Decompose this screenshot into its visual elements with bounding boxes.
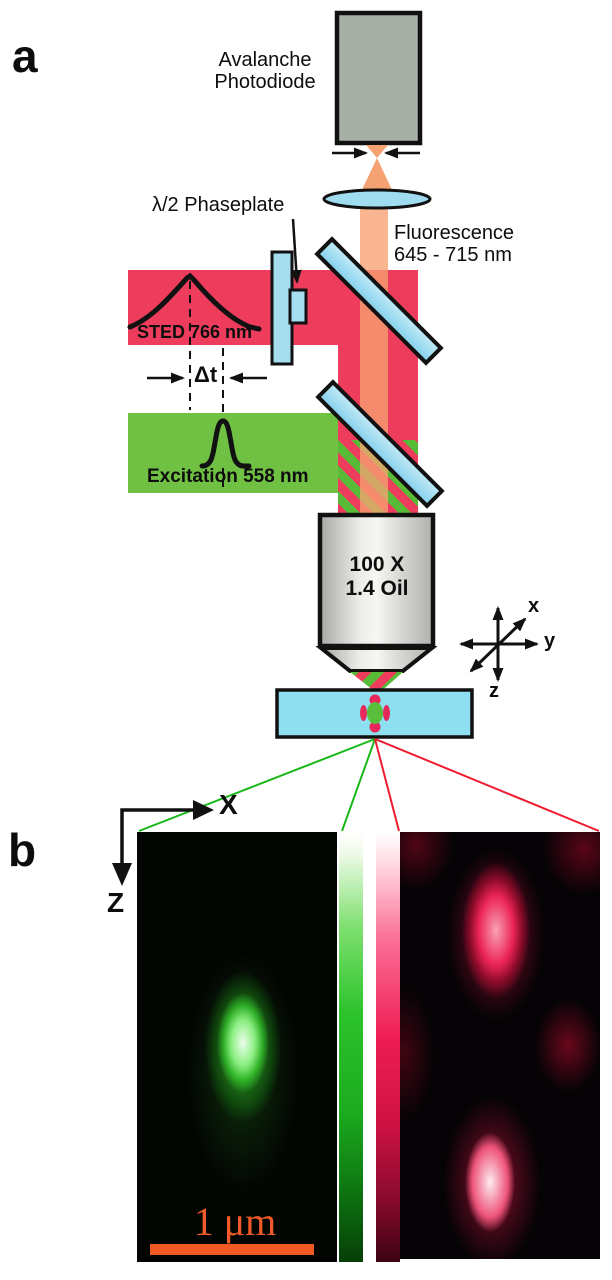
sted-lobe-right [383, 705, 390, 721]
scale-bar-label: 1 μm [193, 1199, 277, 1244]
fan-line-red-left [374, 738, 400, 832]
sted-lobe-bottom [369, 721, 381, 733]
sted-lobe-left [360, 705, 367, 721]
axis-x-label: x [528, 595, 540, 617]
dichroic-mirror-2 [315, 379, 445, 509]
excitation-label: Excitation 558 nm [147, 466, 309, 487]
sted-pulse-curve [127, 272, 262, 332]
red-colorbar [376, 832, 400, 1262]
lens [322, 188, 432, 210]
panel-b-x-arrowhead [193, 800, 214, 820]
dichroic-mirror-1 [314, 236, 444, 366]
panel-b-label: b [8, 824, 37, 876]
green-colorbar [339, 832, 363, 1262]
objective-label: 100 X 1.4 Oil [345, 553, 409, 601]
phaseplate-label: λ/2 Phaseplate [152, 194, 285, 216]
objective-body [317, 512, 436, 649]
panel-b-axes-corner [120, 808, 196, 866]
scale-bar [150, 1244, 314, 1255]
sted-depletion-image [400, 832, 600, 1259]
objective-taper [315, 646, 438, 673]
axis-x-arrow [469, 617, 527, 673]
phaseplate-element [288, 288, 308, 325]
panel-b-z-label: Z [107, 887, 125, 918]
excitation-pulse-curve [199, 418, 252, 469]
excitation-focal-spot [367, 702, 383, 724]
excitation-psf-image [137, 832, 337, 1262]
detector-label: Avalanche Photodiode [214, 49, 316, 93]
phaseplate-pointer-arrow [290, 218, 302, 284]
fan-line-green-left [138, 738, 376, 832]
panel-a-label: a [12, 30, 38, 82]
fluorescence-cone-lower [360, 158, 394, 194]
fan-line-red-right [374, 738, 600, 832]
panel-b-x-label: X [219, 789, 238, 820]
panel-b-z-arrowhead [112, 863, 132, 886]
axis-z-label: z [489, 680, 499, 702]
delay-label: Δt [194, 362, 218, 387]
avalanche-photodiode-box [334, 10, 423, 146]
fluorescence-label: Fluorescence 645 - 715 nm [394, 222, 515, 266]
axis-y-label: y [544, 630, 556, 652]
fluorescence-cone-upper [366, 145, 388, 158]
sted-label: STED 766 nm [137, 322, 253, 342]
objective-focus-cone [350, 672, 403, 694]
fan-line-green-right [341, 738, 376, 832]
